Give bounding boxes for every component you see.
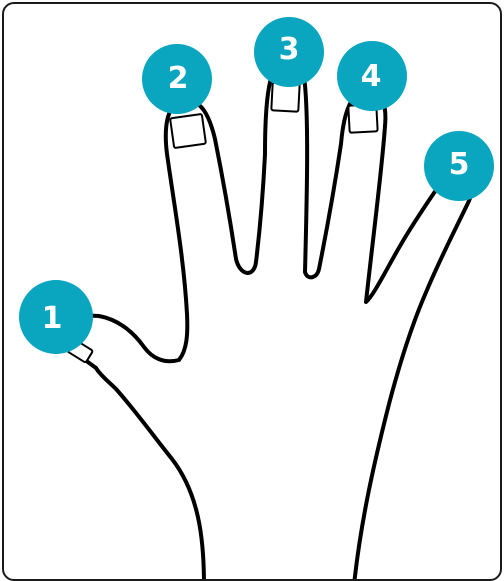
finger-number-label: 1: [42, 301, 63, 336]
finger-badge-middle: 3: [254, 17, 324, 87]
finger-number-label: 5: [449, 147, 470, 182]
finger-number-label: 4: [361, 59, 382, 94]
finger-badge-ring: 4: [337, 41, 407, 111]
finger-badge-thumb: 1: [19, 280, 93, 354]
hand-outline: [66, 66, 472, 581]
hand-diagram: 1 2 3 4 5: [4, 4, 502, 581]
finger-badge-pinky: 5: [424, 131, 494, 201]
finger-number-label: 2: [168, 61, 189, 96]
index-nail: [170, 114, 206, 148]
finger-number-label: 3: [279, 32, 300, 67]
finger-badge-index: 2: [142, 44, 212, 114]
